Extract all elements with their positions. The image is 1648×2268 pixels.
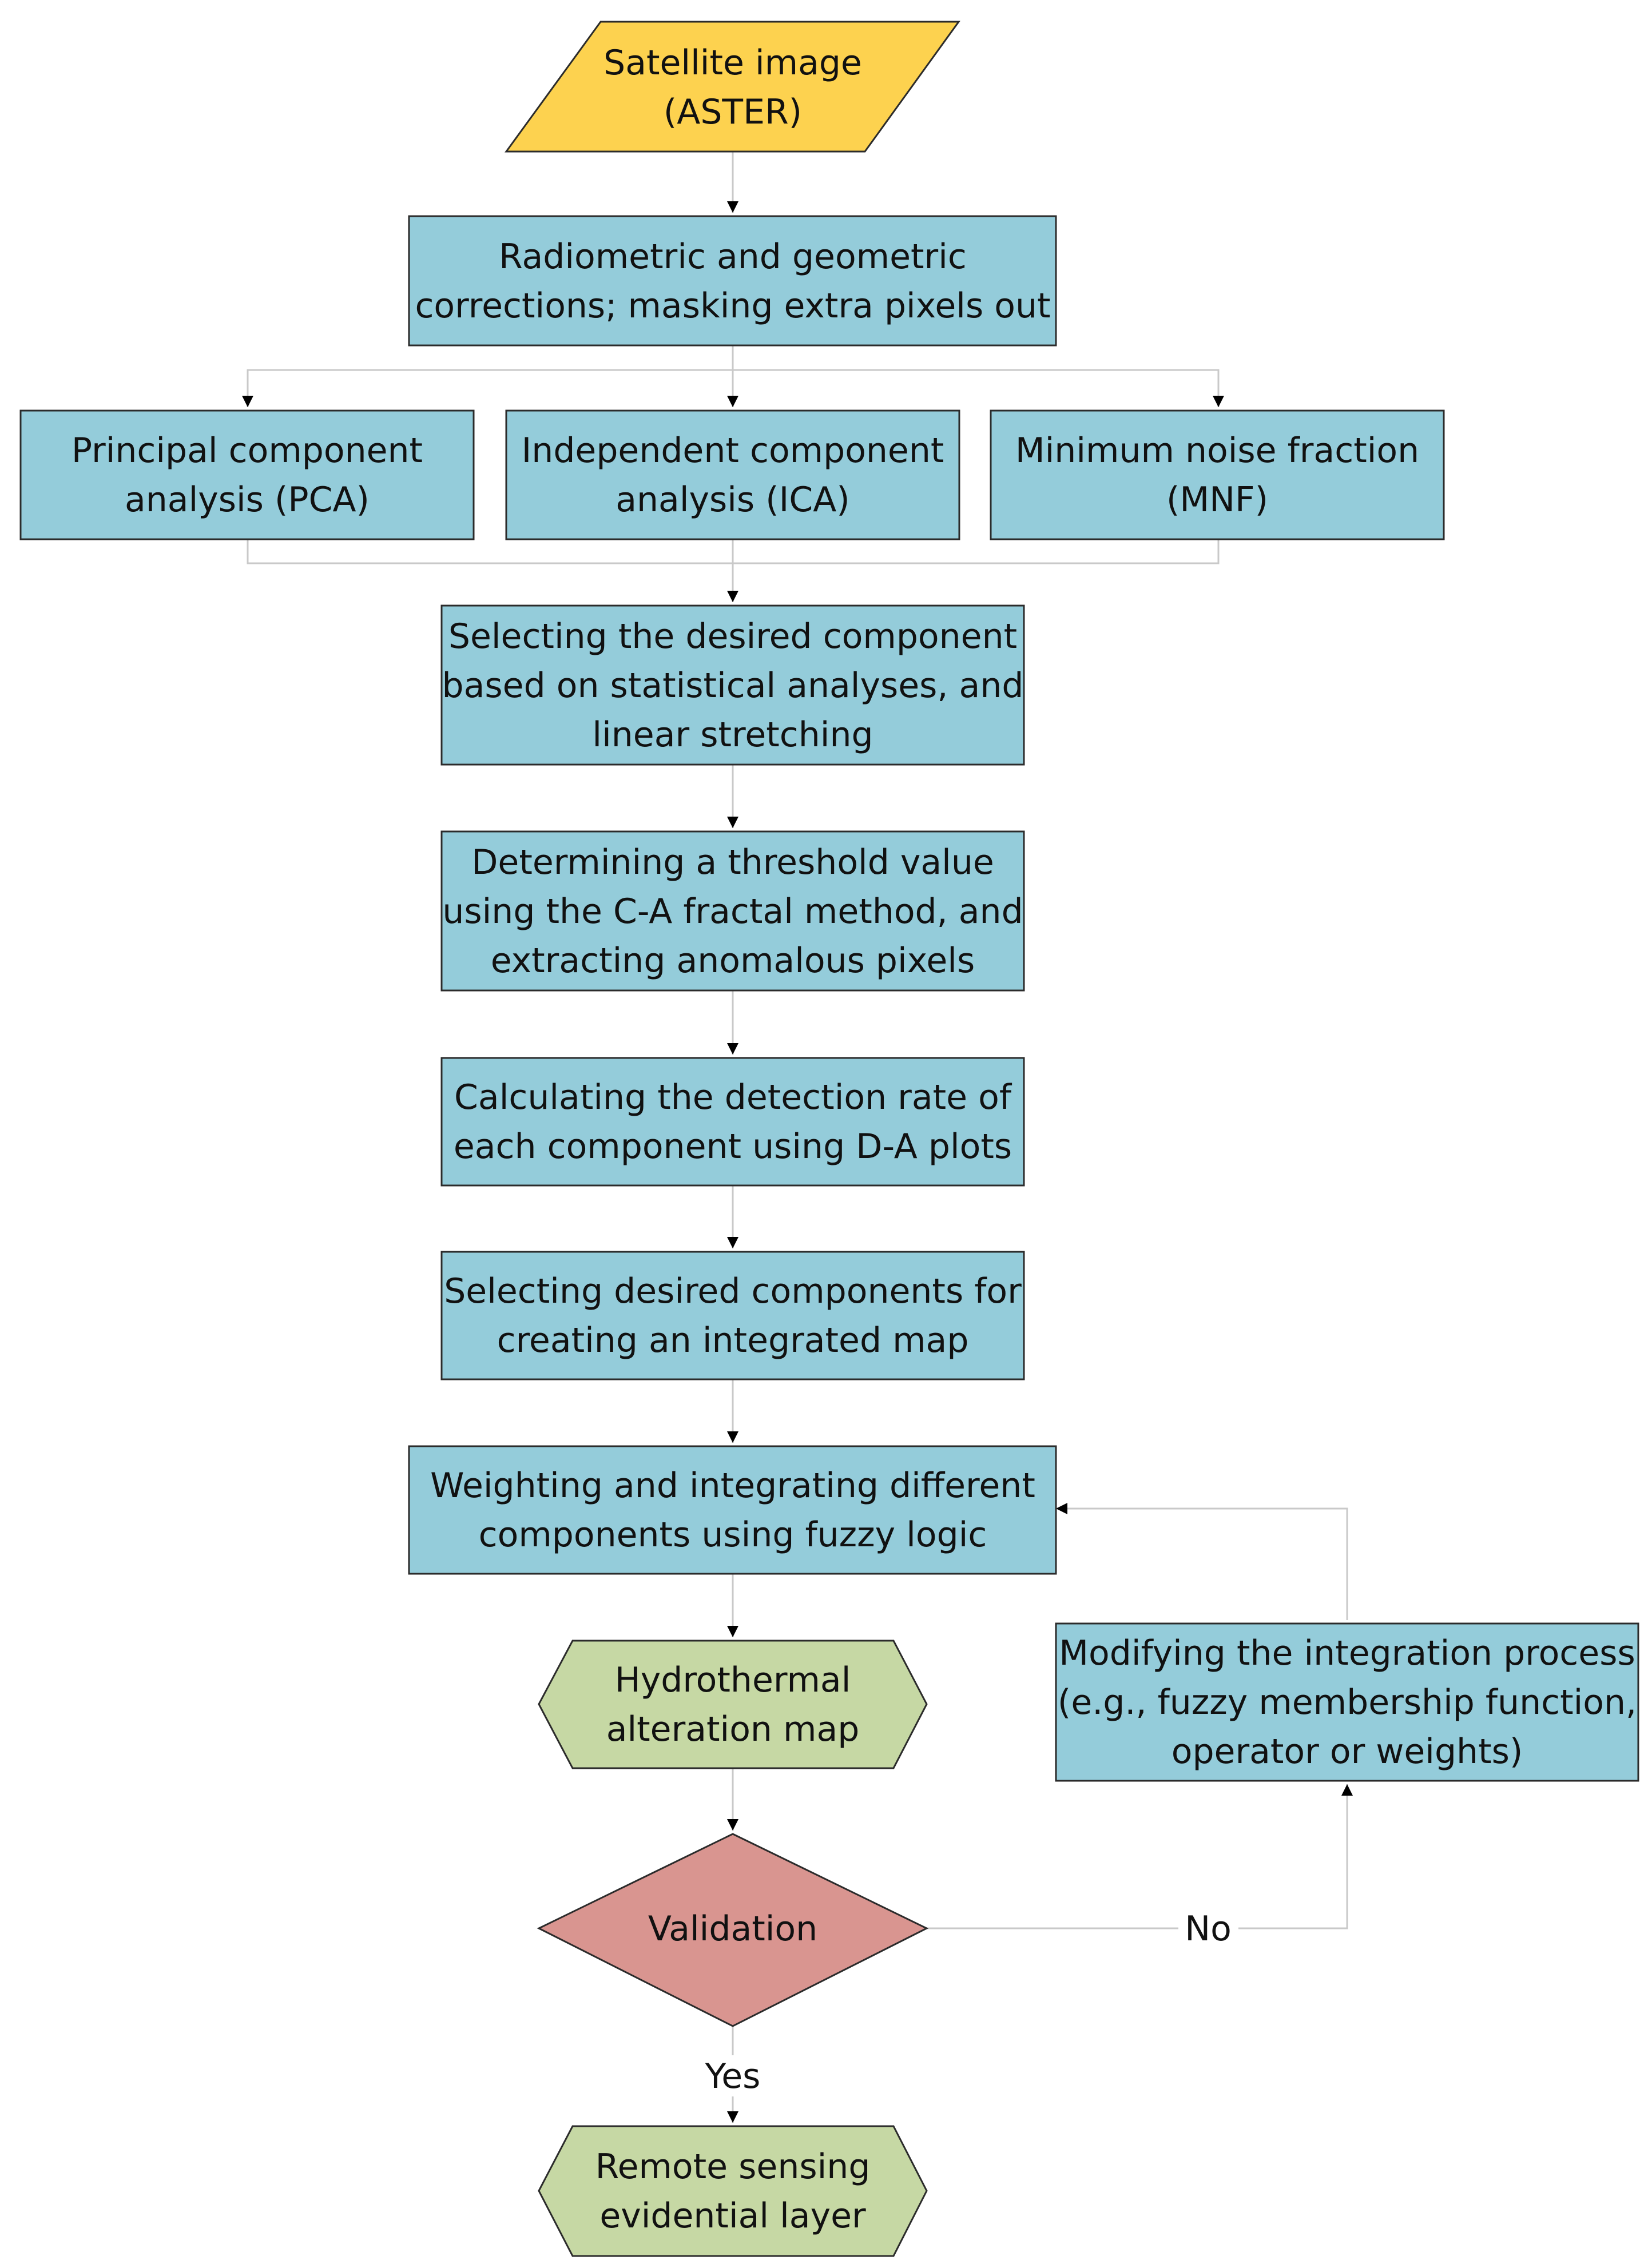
validation-line-1: Validation	[648, 1909, 817, 1949]
ica-label: Independent component analysis (ICA)	[522, 431, 944, 520]
threshold-line-1: Determining a threshold value	[471, 842, 994, 882]
no-label: No	[1185, 1909, 1232, 1949]
selecting-component-node	[440, 604, 1025, 766]
remote-line-2: evidential layer	[599, 2196, 866, 2236]
mnf-label: Minimum noise fraction (MNF)	[1015, 431, 1419, 520]
modifying-node	[1055, 1622, 1639, 1782]
modifying-line-1: Modifying the integration process	[1059, 1633, 1635, 1673]
threshold-label: Determining a threshold value using the C…	[442, 842, 1023, 981]
validation-node	[537, 1833, 929, 2027]
detection-line-1: Calculating the detection rate of	[454, 1077, 1012, 1117]
pca-node	[19, 409, 475, 540]
edge-corrections-to-pca	[242, 345, 734, 407]
modifying-label: Modifying the integration process (e.g., …	[1058, 1633, 1637, 1772]
detection-rate-label: Calculating the detection rate of each co…	[454, 1077, 1012, 1167]
mnf-line-2: (MNF)	[1166, 480, 1268, 520]
no-label-bg	[1178, 1908, 1238, 1949]
corrections-label: Radiometric and geometric corrections; ma…	[415, 237, 1050, 326]
detection-line-2: each component using D-A plots	[454, 1127, 1012, 1167]
connectors	[242, 152, 1353, 2123]
modifying-line-2: (e.g., fuzzy membership function,	[1058, 1682, 1637, 1722]
satellite-line-1: Satellite image	[603, 43, 862, 83]
ica-node	[505, 409, 960, 540]
pca-label: Principal component analysis (PCA)	[72, 431, 423, 520]
detection-rate-node	[440, 1057, 1025, 1187]
threshold-line-2: using the C-A fractal method, and	[442, 892, 1023, 932]
ica-line-2: analysis (ICA)	[615, 480, 849, 520]
satellite-image-node	[505, 21, 960, 153]
weighting-line-2: components using fuzzy logic	[479, 1515, 987, 1555]
corrections-node	[408, 215, 1057, 347]
modifying-line-3: operator or weights)	[1172, 1732, 1523, 1772]
remote-sensing-node	[538, 2125, 928, 2257]
selecting-line-3: linear stretching	[592, 715, 873, 755]
edge-validation-no	[927, 1784, 1353, 1929]
hydrothermal-map-node	[538, 1640, 928, 1769]
weighting-label: Weighting and integrating different compo…	[430, 1466, 1035, 1555]
satellite-line-2: (ASTER)	[664, 92, 802, 132]
edge-modifying-to-weighting	[1056, 1503, 1348, 1620]
threshold-node	[440, 830, 1025, 992]
mnf-node	[990, 409, 1445, 540]
remote-sensing-label: Remote sensing evidential layer	[595, 2147, 871, 2236]
desired-line-2: creating an integrated map	[497, 1320, 969, 1360]
hydro-line-2: alteration map	[606, 1709, 860, 1749]
mnf-line-1: Minimum noise fraction	[1015, 431, 1419, 471]
corrections-line-1: Radiometric and geometric	[499, 237, 967, 277]
satellite-image-label: Satellite image (ASTER)	[603, 43, 862, 132]
selecting-line-1: Selecting the desired component	[448, 616, 1017, 656]
corrections-line-2: corrections; masking extra pixels out	[415, 286, 1050, 326]
pca-line-2: analysis (PCA)	[125, 480, 370, 520]
selecting-component-label: Selecting the desired component based on …	[442, 616, 1024, 755]
weighting-node	[408, 1445, 1057, 1575]
ica-line-1: Independent component	[522, 431, 944, 471]
yes-label: Yes	[705, 2056, 761, 2096]
desired-components-node	[440, 1251, 1025, 1380]
edge-corrections-to-mnf	[733, 369, 1224, 407]
desired-components-label: Selecting desired components for creating…	[444, 1271, 1022, 1360]
weighting-line-1: Weighting and integrating different	[430, 1466, 1035, 1506]
yes-label-bg	[689, 2055, 776, 2096]
desired-line-1: Selecting desired components for	[444, 1271, 1022, 1311]
remote-line-1: Remote sensing	[595, 2147, 871, 2187]
hydro-line-1: Hydrothermal	[615, 1660, 851, 1700]
pca-line-1: Principal component	[72, 431, 423, 471]
threshold-line-3: extracting anomalous pixels	[491, 941, 975, 981]
hydrothermal-map-label: Hydrothermal alteration map	[606, 1660, 860, 1749]
validation-label: Validation	[648, 1909, 817, 1949]
selecting-line-2: based on statistical analyses, and	[442, 666, 1024, 706]
